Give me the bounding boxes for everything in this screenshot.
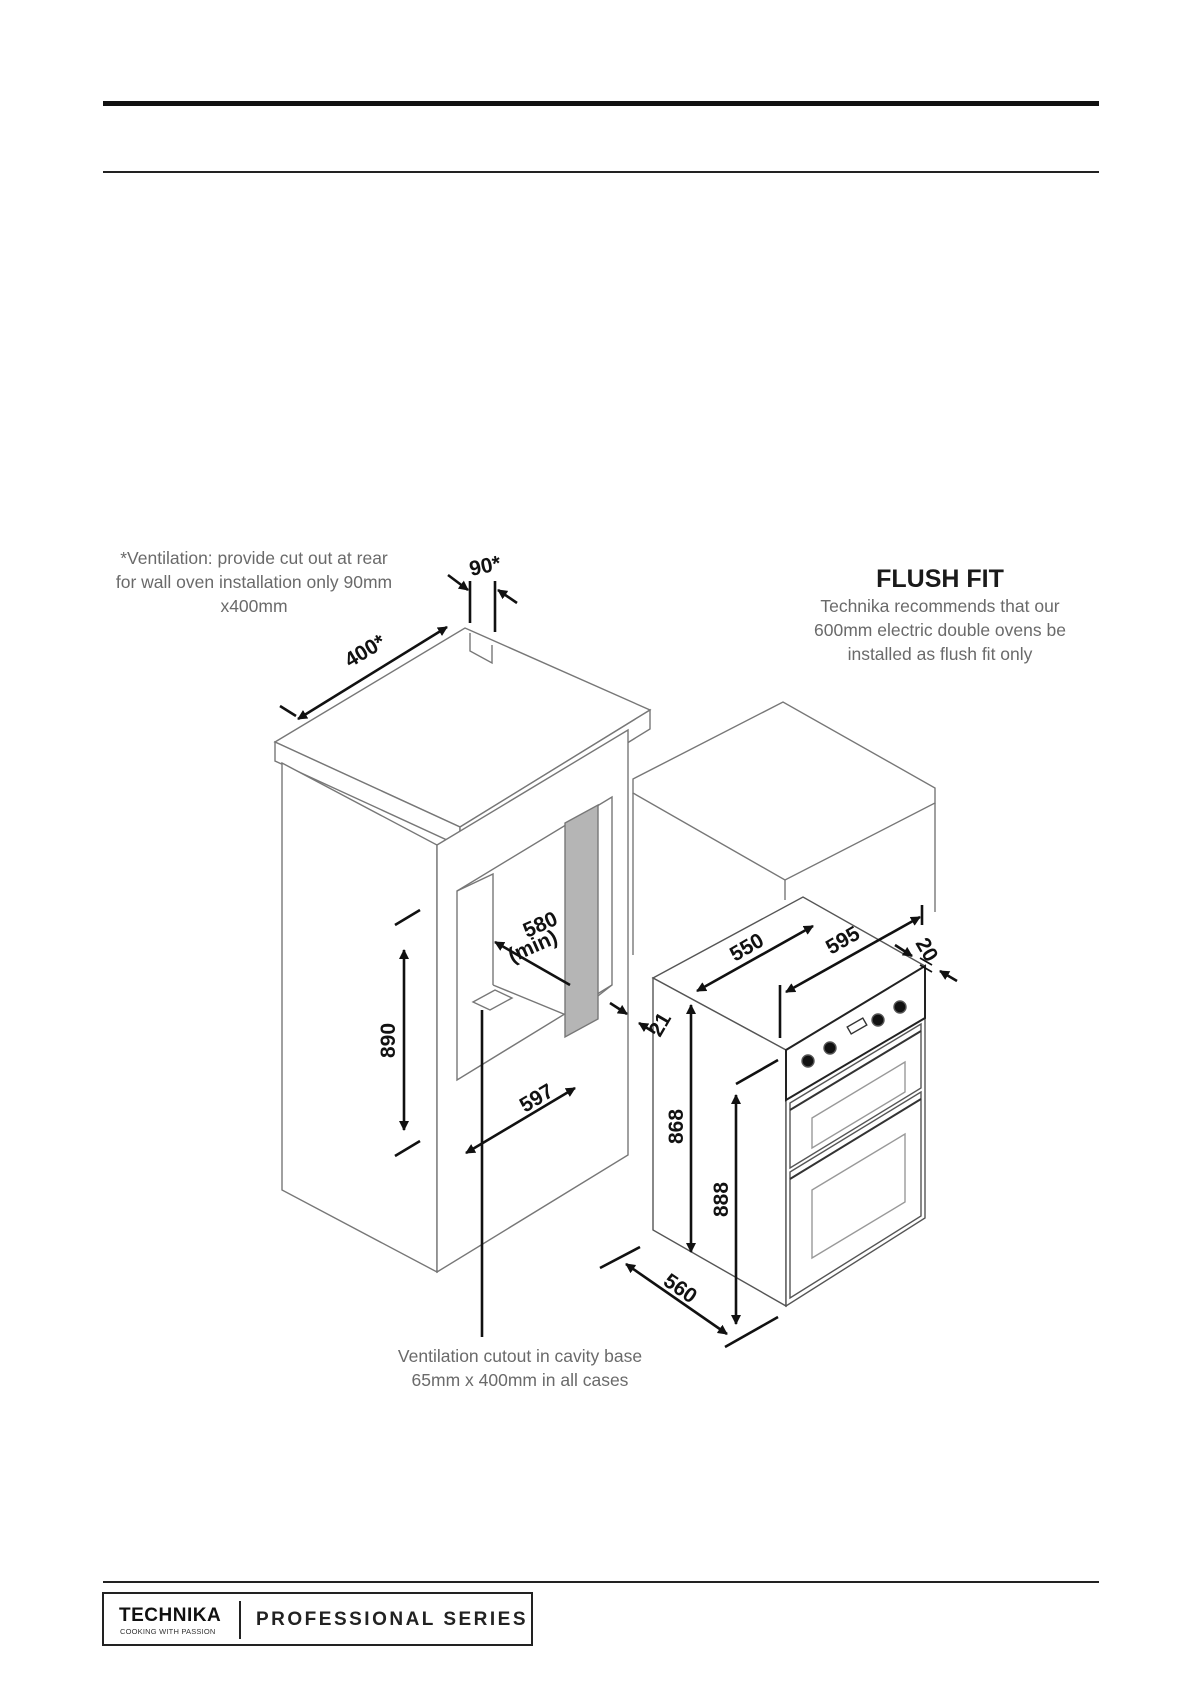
background-cabinet — [632, 701, 936, 955]
logo-tagline: COOKING WITH PASSION — [120, 1627, 216, 1636]
footer-rule — [103, 1581, 1099, 1583]
flush-fit-title: FLUSH FIT — [876, 565, 1004, 593]
flush-fit-line-1: Technika recommends that our — [820, 596, 1059, 616]
ventilation-note-line-3: x400mm — [220, 596, 287, 616]
flush-fit-line-3: installed as flush fit only — [848, 644, 1033, 664]
brand-logo: TECHNIKA COOKING WITH PASSION PROFESSION… — [102, 1592, 533, 1646]
oven-unit — [651, 896, 927, 1308]
logo-brand-name: TECHNIKA — [119, 1605, 222, 1626]
dim-cavity-height: 890 — [377, 1023, 400, 1058]
dim-oven-base-depth: 560 — [659, 1269, 701, 1308]
base-vent-note-line-1: Ventilation cutout in cavity base — [398, 1346, 642, 1366]
ventilation-note-line-1: *Ventilation: provide cut out at rear — [120, 548, 388, 568]
ventilation-note-line-2: for wall oven installation only 90mm — [116, 572, 392, 592]
housing-unit — [273, 627, 652, 1274]
logo-series-name: PROFESSIONAL SERIES — [256, 1609, 529, 1630]
logo-divider — [239, 1601, 241, 1639]
dim-body-height: 868 — [665, 1109, 688, 1144]
base-vent-note-line-2: 65mm x 400mm in all cases — [412, 1370, 629, 1390]
flush-fit-line-2: 600mm electric double ovens be — [814, 620, 1066, 640]
dim-vent-depth: 90* — [467, 552, 503, 581]
dim-total-height: 888 — [710, 1182, 733, 1217]
header-rule-thin — [103, 171, 1099, 173]
header-rule-thick — [103, 101, 1099, 106]
dimension-lines — [279, 573, 958, 1349]
